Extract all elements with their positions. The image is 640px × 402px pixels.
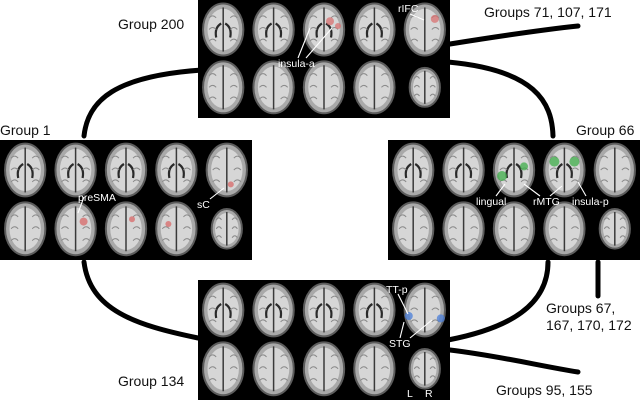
brain-slice-top-row-4 (155, 142, 198, 198)
pointer-sC (209, 187, 225, 200)
brain-slice-bottom-row-1 (4, 201, 47, 257)
panel-group-1 (0, 140, 252, 260)
brain-slice-bottom-row-1 (202, 341, 245, 397)
brain-slice-top-row-4 (353, 282, 396, 338)
brain-slice-top-row-5 (403, 282, 446, 338)
brain-slice-top-row-3 (302, 282, 346, 338)
activation-top-1 (326, 17, 334, 26)
label-groups-67-line2: 167, 170, 172 (546, 317, 632, 333)
brain-slices (202, 2, 446, 115)
orientation-left: L (407, 388, 413, 400)
region-TT-p: TT-p (386, 284, 408, 296)
brain-slice-top-row-5 (593, 142, 636, 198)
region-preSMA: preSMA (78, 192, 116, 204)
label-groups-67-line1: Groups 67, (546, 300, 616, 316)
brain-slice-top-row-1 (4, 142, 47, 198)
connector-bottom-to-groups-95 (447, 347, 581, 375)
brain-slice-bottom-row-2 (252, 341, 295, 397)
orientation-right: R (425, 388, 433, 400)
panel-group-66 (388, 140, 640, 260)
region-STG: STG (389, 338, 411, 350)
brain-slices (392, 142, 636, 257)
activation-bottom-2 (436, 314, 445, 323)
activation-left-4 (165, 221, 172, 227)
brain-slice-bottom-row-5 (598, 208, 631, 250)
brain-slice-bottom-row-4 (353, 341, 396, 397)
brain-slice-top-row-1 (202, 2, 245, 57)
brain-slice-top-row-1 (392, 142, 435, 198)
activation-right-4 (569, 156, 580, 167)
region-rIFC: rIFC (398, 3, 419, 15)
pointer-lingual (495, 183, 506, 197)
connector-top-to-groups-71 (447, 23, 581, 47)
region-insula-a: insula-a (278, 58, 315, 70)
label-group-200: Group 200 (118, 16, 185, 32)
label-groups-71: Groups 71, 107, 171 (484, 4, 612, 20)
activation-bottom-1 (404, 312, 413, 320)
region-insula-p: insula-p (572, 196, 609, 208)
activation-right-3 (549, 156, 560, 167)
activation-right-2 (520, 162, 528, 171)
pointer-STG-2 (409, 319, 433, 339)
pointer-rMTG-1 (523, 183, 541, 197)
brain-slice-bottom-row-2 (252, 60, 295, 115)
connector-right-to-bottom (445, 259, 551, 343)
panel-group-200 (198, 0, 450, 118)
activation-left-1 (227, 181, 234, 188)
region-sC: sC (197, 199, 210, 211)
region-lingual: lingual (476, 196, 507, 208)
label-group-1: Group 1 (0, 122, 51, 138)
brain-slice-bottom-row-5 (408, 66, 441, 108)
pointer-insula-a-2 (305, 27, 333, 59)
brain-slice-top-row-2 (54, 142, 97, 198)
pointer-rMTG-2 (549, 185, 563, 197)
pointer-rIFC (409, 13, 425, 21)
label-group-134: Group 134 (118, 373, 185, 389)
brain-slice-bottom-row-4 (353, 60, 396, 115)
pointer-TT-p (397, 293, 409, 315)
brain-slice-bottom-row-4 (543, 201, 586, 257)
brain-slice-top-row-3 (492, 142, 536, 198)
brain-slice-top-row-2 (252, 282, 295, 338)
pointer-preSMA (77, 196, 85, 214)
region-rMTG: rMTG (533, 196, 560, 208)
brain-slice-bottom-row-5 (210, 208, 243, 250)
brain-slice-bottom-row-4 (155, 201, 198, 257)
activation-left-2 (79, 217, 88, 226)
brain-slice-bottom-row-2 (442, 201, 485, 257)
brain-slice-top-row-5 (205, 142, 248, 198)
pointer-STG-1 (399, 321, 405, 339)
connector-left-to-bottom (81, 259, 201, 341)
brain-slice-bottom-row-3 (104, 201, 148, 257)
brain-slice-top-row-2 (442, 142, 485, 198)
activation-top-2 (335, 22, 341, 29)
connector-top-to-right (445, 59, 556, 139)
brain-slices (202, 282, 446, 397)
brain-slice-top-row-4 (353, 2, 396, 57)
brain-slice-bottom-row-1 (202, 60, 245, 115)
brain-slice-bottom-row-3 (492, 201, 536, 257)
label-group-66: Group 66 (576, 122, 635, 138)
connector-top-to-left (81, 67, 205, 139)
brain-slice-top-row-2 (252, 2, 295, 57)
brain-slice-bottom-row-3 (302, 341, 346, 397)
brain-slices (4, 142, 248, 257)
activation-left-3 (129, 216, 135, 223)
brain-slice-bottom-row-3 (302, 60, 346, 115)
activation-top-3 (430, 14, 439, 23)
brain-slice-top-row-3 (104, 142, 148, 198)
brain-slice-bottom-row-1 (392, 201, 435, 257)
panel-group-134 (198, 280, 450, 400)
brain-slice-bottom-row-5 (408, 348, 441, 390)
activation-right-1 (497, 171, 507, 181)
label-groups-95: Groups 95, 155 (496, 382, 593, 398)
pointer-insula-a-1 (297, 27, 311, 59)
brain-slice-top-row-1 (202, 282, 245, 338)
pointer-insula-p (577, 181, 587, 197)
